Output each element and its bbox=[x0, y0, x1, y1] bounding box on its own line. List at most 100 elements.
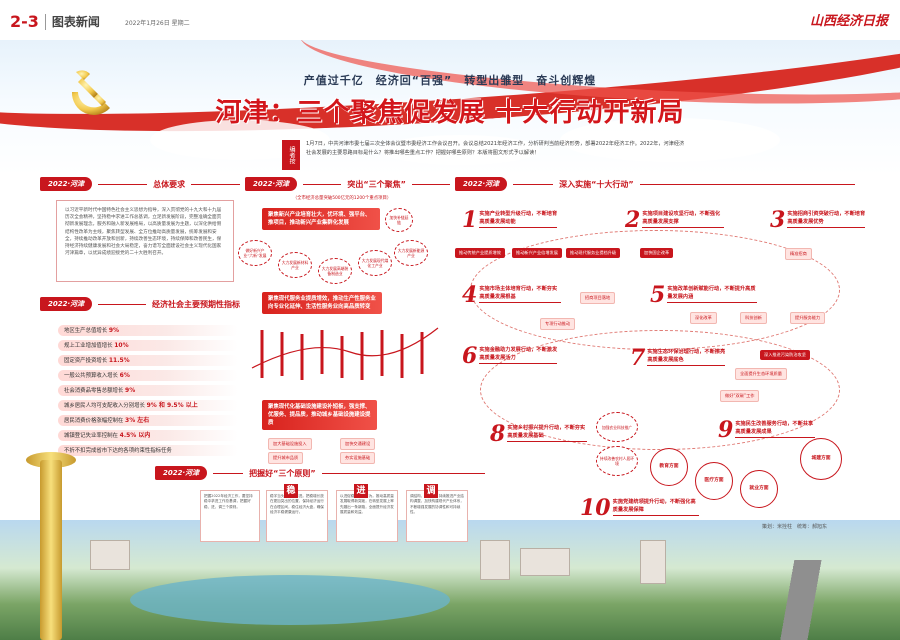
hero-subtitle: 产值过千亿 经济回“百强” 转型出雏型 奋斗创辉煌 bbox=[303, 74, 597, 87]
focus-card-1: 聚焦新兴产业培育壮大，优环境、强平台、推项目，推动新兴产业集群化发展 bbox=[262, 208, 380, 230]
action-5: 5 实施改革创新赋能行动，不断提升高质量发展内涵 bbox=[650, 282, 758, 308]
action-number: 10 bbox=[580, 495, 611, 521]
indicator-list: 地区生产总值增长 9% 规上工业增加值增长 10% 固定资产投资增长 11.5%… bbox=[58, 325, 238, 460]
focus-node: 大力发展新材料产业 bbox=[278, 252, 312, 278]
indicator-row: 社会消费品零售总额增长 9% bbox=[58, 385, 238, 396]
section-rule bbox=[98, 183, 148, 185]
action-text: 实施乡村振兴提升行动，不断夯实高质量发展基础 bbox=[507, 424, 588, 442]
main-title: 河津：三个聚焦促发展 十大行动开新局 bbox=[215, 98, 685, 128]
section-title-general: 总体要求 bbox=[153, 179, 186, 189]
action-tag: 招商项目落地 bbox=[580, 292, 616, 304]
action-text: 实施项目建设攻坚行动，不断强化高质量发展支撑 bbox=[642, 210, 725, 228]
building-shape bbox=[90, 540, 130, 570]
indicator-row: 不折不扣完成省市下达的各项约束性指标任务 bbox=[58, 445, 238, 456]
livelihood-circle: 城建方面 bbox=[800, 438, 842, 480]
cloud bbox=[150, 120, 330, 160]
action-tag: 科技创新 bbox=[740, 312, 767, 324]
action-1: 1 实施产业转型升级行动，不断培育高质量发展动能 bbox=[462, 207, 558, 233]
section-title-actions: 深入实施“十大行动” bbox=[559, 179, 634, 189]
section-rule bbox=[98, 303, 146, 305]
livelihood-circle: 医疗方面 bbox=[695, 462, 733, 500]
focus-card-3: 聚焦现代化基础设施建设补短板，强支撑、优服务、提品质，推动城乡基础设施建设提质 bbox=[262, 400, 377, 430]
section-rule bbox=[513, 183, 554, 185]
action-number: 4 bbox=[462, 282, 478, 308]
action-number: 5 bbox=[650, 282, 666, 308]
section-header-actions: 2022·河津 深入实施“十大行动” bbox=[455, 176, 855, 192]
action-number: 1 bbox=[462, 207, 478, 233]
action-7: 7 实施生态环保治理行动，不断擦亮高质量发展底色 bbox=[630, 345, 726, 371]
action-number: 9 bbox=[718, 417, 734, 443]
focus-tag: 夯实设施基础 bbox=[340, 452, 376, 464]
section-rule bbox=[191, 183, 240, 185]
focus-note: （全市经济总量突破500亿元的1200个重点项目） bbox=[292, 196, 392, 201]
action-number: 7 bbox=[630, 345, 646, 371]
focus-node: 大力发展现代煤化工产业 bbox=[358, 250, 392, 276]
cloud bbox=[380, 135, 540, 165]
action-number: 6 bbox=[462, 343, 478, 369]
highway-shape bbox=[740, 560, 860, 640]
focus-node: 做好新兴产业“六新”发展 bbox=[238, 240, 272, 266]
principles-group: 稳字当头，稳中求进。把稳增长放在更加突出的位置，保持经济运行在合理区间，稳住经济… bbox=[266, 484, 470, 542]
brand-pill: 2022·河津 bbox=[245, 177, 298, 191]
action-tag: 加快国企改革 bbox=[640, 248, 674, 258]
principle-char: 稳 bbox=[284, 484, 298, 498]
action-8: 8 实施乡村振兴提升行动，不断夯实高质量发展基础 bbox=[490, 423, 588, 445]
action-text: 实施民生改善服务行动，不断共享高质量发展成果 bbox=[735, 420, 816, 438]
section-rule bbox=[303, 183, 342, 185]
section-title-principles: 把握好“三个原则” bbox=[249, 468, 316, 478]
section-rule bbox=[213, 472, 244, 474]
action-9: 9 实施民生改善服务行动，不断共享高质量发展成果 bbox=[718, 417, 816, 443]
principle-char: 调 bbox=[424, 484, 438, 498]
focus-node: 大力发展高端装备制造业 bbox=[318, 258, 352, 284]
livelihood-circle: 就业方面 bbox=[740, 470, 778, 508]
masthead: 山西经济日报 bbox=[809, 14, 888, 29]
livelihood-circle: 教育方面 bbox=[650, 448, 688, 486]
action-node: 持续改善农村人居环境 bbox=[596, 446, 638, 476]
action-tag: 推动现代服务业提档升级 bbox=[566, 248, 621, 258]
credits: 策划：米拴柱 统筹：郝旭东 bbox=[762, 524, 828, 530]
section-title-indicators: 经济社会主要预期性指标 bbox=[152, 299, 240, 309]
cloud bbox=[560, 118, 780, 162]
action-tag: 专项行动推动 bbox=[540, 318, 576, 330]
principles-lead: 把握2022年经济工作，要坚持稳中求进工作总基调，把握好稳、进、调三个原则。 bbox=[200, 490, 260, 542]
action-tag: 深入推进污染防治攻坚 bbox=[760, 350, 810, 360]
party-emblem-icon bbox=[71, 70, 110, 115]
brand-pill: 2022·河津 bbox=[455, 177, 508, 191]
hero-banner bbox=[0, 40, 900, 175]
focus-tag: 提升城市品质 bbox=[268, 452, 304, 464]
brand-pill: 2022·河津 bbox=[40, 177, 93, 191]
indicator-row: 规上工业增加值增长 10% bbox=[58, 340, 238, 351]
building-shape bbox=[520, 548, 570, 576]
section-header-principles: 2022·河津 把握好“三个原则” bbox=[155, 465, 485, 481]
general-requirements-text: 以习近平新时代中国特色社会主义思想为指导，深入贯彻党的十九大和十九届历次全会精神… bbox=[56, 200, 234, 282]
indicator-row: 居民消费价格涨幅控制在 3% 左右 bbox=[58, 415, 238, 426]
focus-tag: 加大基础设施投入 bbox=[268, 438, 312, 450]
header-divider bbox=[44, 13, 46, 30]
section-rule bbox=[321, 472, 485, 474]
action-3: 3 实施招商引资突破行动，不断培育高质量发展优势 bbox=[770, 209, 866, 231]
focus-node: 加快补链延链 bbox=[385, 208, 413, 232]
indicator-row: 城乡居民人均可支配收入分别增长 9% 和 9.5% 以上 bbox=[58, 400, 238, 411]
action-number: 2 bbox=[625, 207, 641, 233]
growth-curve-graphic bbox=[251, 327, 439, 380]
section-header-general: 2022·河津 总体要求 bbox=[40, 176, 240, 192]
brand-pill: 2022·河津 bbox=[155, 466, 208, 480]
action-2: 2 实施项目建设攻坚行动，不断强化高质量发展支撑 bbox=[625, 207, 725, 233]
action-tag: 推动传统产业提质增效 bbox=[455, 248, 505, 258]
building-shape bbox=[480, 540, 510, 580]
focus-node: 大力发展新能源产业 bbox=[394, 240, 428, 266]
action-text: 实施金融助力发展行动，不断激发高质量发展活力 bbox=[479, 346, 558, 364]
indicator-row: 固定资产投资增长 11.5% bbox=[58, 355, 238, 366]
action-node: 加强农业科技推广 bbox=[596, 412, 638, 442]
action-tag: 全面提升生态环境质量 bbox=[735, 368, 787, 380]
editor-note-tag: 编者按 bbox=[282, 140, 300, 170]
section-rule bbox=[639, 183, 855, 185]
action-tag: 提升服务能力 bbox=[790, 312, 826, 324]
action-text: 实施市场主体培育行动，不断夯实高质量发展根基 bbox=[479, 285, 562, 303]
focus-card-2: 聚焦现代服务业提质增效，推动生产性服务业向专业化延伸、生活性服务业向高品质转变 bbox=[262, 292, 382, 314]
action-text: 实施党建统领提升行动，不断强化高质量发展保障 bbox=[612, 498, 699, 516]
action-text: 实施产业转型升级行动，不断培育高质量发展动能 bbox=[479, 210, 558, 228]
principle-char: 进 bbox=[354, 484, 368, 498]
editor-note-text: 1月7日，中共河津市委七届三次全体会议暨市委经济工作会议召开。会议总结2021年… bbox=[306, 141, 685, 156]
